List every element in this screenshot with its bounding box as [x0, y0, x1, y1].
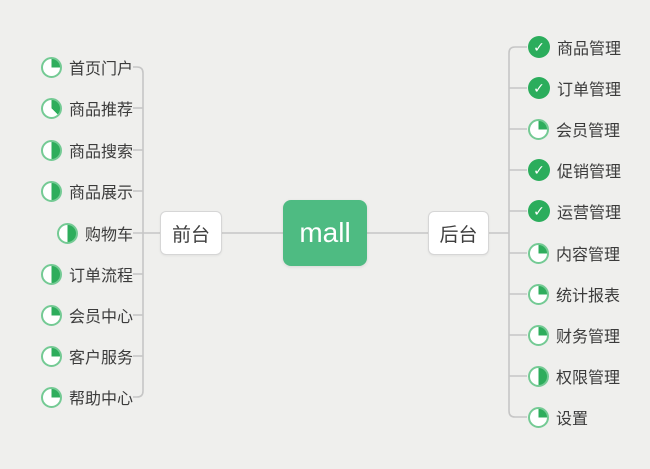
- node-finance-management[interactable]: 财务管理: [528, 323, 620, 347]
- done-check-icon: [528, 159, 550, 181]
- progress-pie-icon: [40, 304, 62, 326]
- progress-pie-icon: [528, 242, 549, 264]
- node-shopping-cart[interactable]: 购物车: [56, 221, 133, 245]
- node-customer-service[interactable]: 客户服务: [40, 344, 133, 368]
- progress-pie-icon: [40, 56, 62, 78]
- node-label: 运营管理: [557, 205, 622, 222]
- node-label: 帮助中心: [68, 391, 133, 408]
- progress-pie-icon: [528, 118, 549, 140]
- node-member-center[interactable]: 会员中心: [40, 303, 133, 327]
- node-label: 订单流程: [68, 268, 133, 285]
- node-label: 促销管理: [557, 164, 622, 181]
- node-promotion-management[interactable]: 促销管理: [528, 158, 621, 182]
- node-label: 财务管理: [556, 329, 621, 346]
- node-label: 商品推荐: [68, 102, 133, 119]
- node-content-management[interactable]: 内容管理: [528, 241, 620, 265]
- progress-pie-icon: [40, 97, 62, 119]
- progress-pie-icon: [40, 345, 62, 367]
- node-label: 内容管理: [556, 247, 621, 264]
- node-label: 权限管理: [556, 370, 621, 387]
- node-permission-management[interactable]: 权限管理: [528, 364, 620, 388]
- progress-pie-icon: [528, 283, 549, 305]
- node-label: 客户服务: [68, 350, 133, 367]
- node-order-flow[interactable]: 订单流程: [40, 262, 133, 286]
- node-product-display[interactable]: 商品展示: [40, 179, 133, 203]
- progress-pie-icon: [40, 139, 62, 161]
- node-statistics-report[interactable]: 统计报表: [528, 282, 620, 306]
- node-label: 首页门户: [68, 61, 133, 78]
- node-label: 购物车: [84, 227, 133, 244]
- node-label: 订单管理: [557, 82, 622, 99]
- node-home-portal[interactable]: 首页门户: [40, 55, 133, 79]
- done-check-icon: [528, 200, 550, 222]
- progress-pie-icon: [40, 180, 62, 202]
- node-product-search[interactable]: 商品搜索: [40, 138, 133, 162]
- progress-pie-icon: [40, 263, 62, 285]
- progress-pie-icon: [528, 365, 549, 387]
- front-branch-node[interactable]: 前台: [160, 211, 222, 255]
- back-branch-node[interactable]: 后台: [428, 211, 489, 255]
- node-order-management[interactable]: 订单管理: [528, 76, 621, 100]
- node-label: 商品展示: [68, 185, 133, 202]
- node-label: 商品搜索: [68, 144, 133, 161]
- node-label: 会员中心: [68, 309, 133, 326]
- node-help-center[interactable]: 帮助中心: [40, 385, 133, 409]
- node-operation-management[interactable]: 运营管理: [528, 199, 621, 223]
- progress-pie-icon: [528, 406, 549, 428]
- node-member-management[interactable]: 会员管理: [528, 117, 620, 141]
- node-label: 会员管理: [556, 123, 621, 140]
- node-product-recommend[interactable]: 商品推荐: [40, 96, 133, 120]
- done-check-icon: [528, 77, 550, 99]
- progress-pie-icon: [40, 386, 62, 408]
- node-label: 商品管理: [557, 41, 622, 58]
- node-product-management[interactable]: 商品管理: [528, 35, 621, 59]
- root-node-mall[interactable]: mall: [283, 200, 367, 266]
- progress-pie-icon: [56, 222, 78, 244]
- done-check-icon: [528, 36, 550, 58]
- node-label: 设置: [556, 411, 589, 428]
- progress-pie-icon: [528, 324, 549, 346]
- node-settings[interactable]: 设置: [528, 405, 588, 429]
- node-label: 统计报表: [556, 288, 621, 305]
